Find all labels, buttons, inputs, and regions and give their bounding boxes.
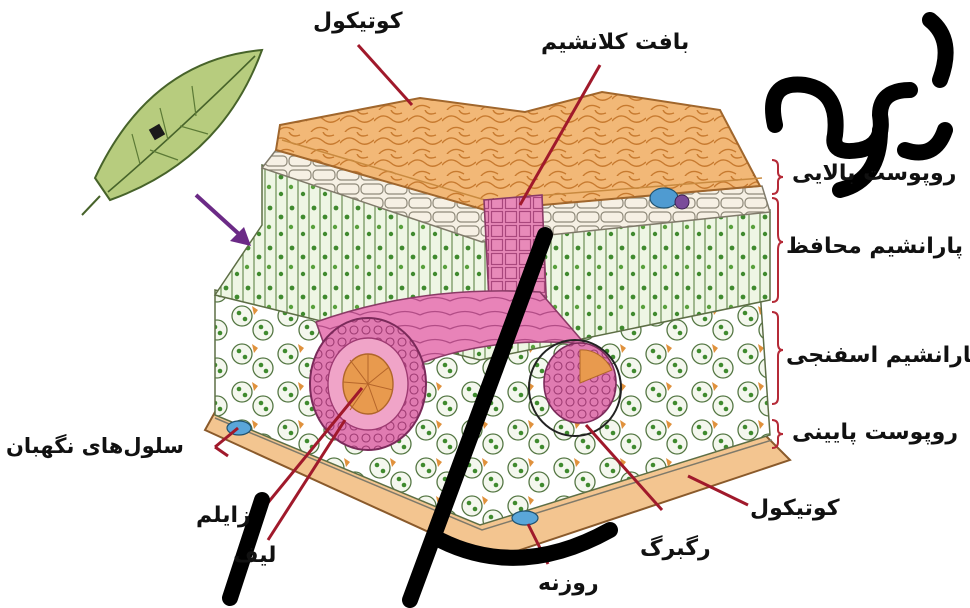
- label-spongy: پارانشیم اسفنجی: [786, 345, 970, 367]
- label-xylem: زایلم: [196, 505, 251, 527]
- layer-braces: [772, 160, 783, 448]
- label-vein: رگبرگ: [640, 538, 711, 560]
- label-fiber: لیف: [233, 545, 276, 567]
- label-palisade: پارانشیم محافظ: [786, 236, 963, 258]
- leaf-icon: [82, 50, 262, 215]
- label-guard-cells: سلول‌های نگهبان: [6, 436, 184, 457]
- label-upper-epidermis: روپوست بالایی: [792, 163, 956, 185]
- label-collenchyma: بافت کلانشیم: [541, 32, 689, 54]
- label-cuticle-top: کوتیکول: [313, 11, 403, 33]
- label-lower-epidermis: روپوست پایینی: [792, 422, 958, 444]
- label-cuticle-bottom: کوتیکول: [750, 498, 840, 520]
- arrow-icon: [196, 195, 251, 246]
- label-stoma: روزنه: [538, 573, 599, 595]
